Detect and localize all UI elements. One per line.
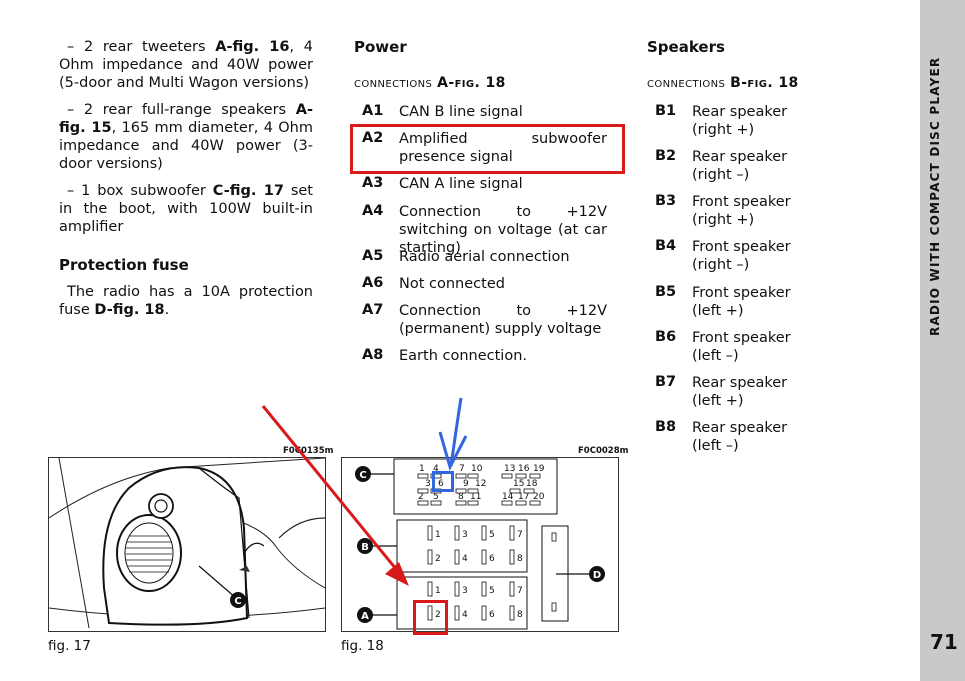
tweeters-paragraph: – 2 rear tweeters A-fig. 16, 4 Ohm imped… (59, 39, 313, 91)
c-pin-label: 7 (459, 464, 465, 474)
c-pin-label: 18 (526, 479, 538, 489)
power-key: A7 (362, 302, 384, 318)
power-label: Connection to +12V (permanent) supply vo… (399, 303, 607, 337)
power-key: A6 (362, 275, 384, 291)
c-pin-label: 8 (458, 492, 464, 502)
fig17-caption: fig. 17 (48, 638, 91, 654)
power-label: Earth connection. (399, 348, 527, 364)
c-pin-label: 19 (533, 464, 545, 474)
power-key: A4 (362, 203, 384, 219)
speaker-label: Front speaker (right –) (692, 239, 791, 273)
speaker-key: B5 (655, 284, 677, 300)
c-pin-label: 4 (433, 464, 439, 474)
c-pin-label: 13 (504, 464, 515, 474)
fig17-callout-c: C (234, 596, 241, 607)
power-label: Not connected (399, 276, 505, 292)
full-range-paragraph: – 2 rear full-range speakers A-fig. 15, … (59, 102, 313, 172)
speakers-heading: Speakers (647, 38, 725, 56)
speaker-label: Front speaker (left +) (692, 285, 791, 319)
speaker-label: Front speaker (right +) (692, 194, 791, 228)
c-pin-label: 16 (518, 464, 530, 474)
speaker-key: B2 (655, 148, 677, 164)
speakers-connections-subheading: connections B-fig. 18 (647, 75, 799, 91)
b-pin-label: 6 (489, 554, 495, 564)
c-pin-label: 20 (533, 492, 545, 502)
b-pin-label: 4 (462, 554, 468, 564)
b-pin-label: 3 (462, 530, 468, 540)
speaker-key: B4 (655, 238, 677, 254)
page-number: 71 (930, 630, 958, 654)
power-heading: Power (354, 38, 407, 56)
speaker-label: Rear speaker (left +) (692, 375, 788, 409)
c-pin-label: 17 (518, 492, 529, 502)
fig18-illustration: C 1 4 7 10 13 16 19 3 6 9 12 15 18 2 5 8… (341, 457, 619, 632)
protection-fuse-heading: Protection fuse (59, 256, 189, 274)
a-pin-label: 5 (489, 586, 495, 596)
b-pin-label: 2 (435, 554, 441, 564)
fig18-callout-a: A (361, 611, 369, 622)
a-pin-label: 2 (435, 610, 441, 620)
subwoofer-paragraph: – 1 box subwoofer C-fig. 17 set in the b… (59, 183, 313, 235)
power-key: A5 (362, 248, 384, 264)
a-pin-label: 3 (462, 586, 468, 596)
a-pin-label: 4 (462, 610, 468, 620)
power-label: CAN A line signal (399, 176, 523, 192)
fuse-paragraph: The radio has a 10A protection fuse D-fi… (59, 284, 313, 318)
speaker-label: Front speaker (left –) (692, 330, 791, 364)
chapter-sidebar: RADIO WITH COMPACT DISC PLAYER (920, 0, 965, 681)
c-pin-label: 10 (471, 464, 483, 474)
a-pin-label: 8 (517, 610, 523, 620)
red-arrow-line (261, 405, 407, 581)
c-pin-label: 6 (438, 479, 444, 489)
c-pin-label: 15 (513, 479, 524, 489)
blue-arrow-head (438, 431, 468, 472)
power-key: A8 (362, 347, 384, 363)
b-pin-label: 5 (489, 530, 495, 540)
speaker-label: Rear speaker (left –) (692, 420, 788, 454)
power-label: CAN B line signal (399, 104, 523, 120)
c-pin-label: 14 (502, 492, 514, 502)
red-arrow-head (385, 562, 409, 586)
speaker-key: B7 (655, 374, 677, 390)
speaker-label: Rear speaker (right +) (692, 104, 788, 138)
pin-a2-highlight-box (413, 600, 448, 635)
c-pin-label: 11 (470, 492, 481, 502)
b-pin-label: 7 (517, 530, 523, 540)
a-pin-label: 7 (517, 586, 523, 596)
c-pin-label: 1 (419, 464, 425, 474)
speaker-key: B3 (655, 193, 677, 209)
speaker-key: B8 (655, 419, 677, 435)
b-pin-label: 8 (517, 554, 523, 564)
speaker-label: Rear speaker (right –) (692, 149, 788, 183)
power-label: Connection to +12V switching on voltage … (399, 204, 607, 256)
c-pin-label: 5 (433, 492, 439, 502)
fig18-callout-b: B (361, 542, 369, 553)
c-pin-label: 2 (418, 492, 424, 502)
fig17-illustration: C (48, 457, 326, 632)
power-key: A1 (362, 103, 384, 119)
c-pin-label: 3 (425, 479, 431, 489)
power-key: A2 (362, 130, 384, 146)
speaker-key: B1 (655, 103, 677, 119)
fig17-code: F0C0135m (283, 446, 334, 456)
fig18-callout-d: D (593, 570, 601, 581)
fig18-callout-c: C (359, 470, 366, 481)
a-pin-label: 1 (435, 586, 441, 596)
power-connections-subheading: connections A-fig. 18 (354, 75, 506, 91)
b-pin-label: 1 (435, 530, 441, 540)
speaker-key: B6 (655, 329, 677, 345)
fig18-caption: fig. 18 (341, 638, 384, 654)
c-pin-label: 12 (475, 479, 486, 489)
a2-highlight-box (350, 124, 625, 174)
power-key: A3 (362, 175, 384, 191)
power-label: Amplified subwoofer presence signal (399, 131, 607, 165)
c-pin-label: 9 (463, 479, 469, 489)
power-label: Radio aerial connection (399, 249, 570, 265)
blue-arrow-line (449, 397, 463, 467)
pin-c6-highlight-box (432, 471, 454, 492)
a-pin-label: 6 (489, 610, 495, 620)
fig18-code: F0C0028m (578, 446, 629, 456)
